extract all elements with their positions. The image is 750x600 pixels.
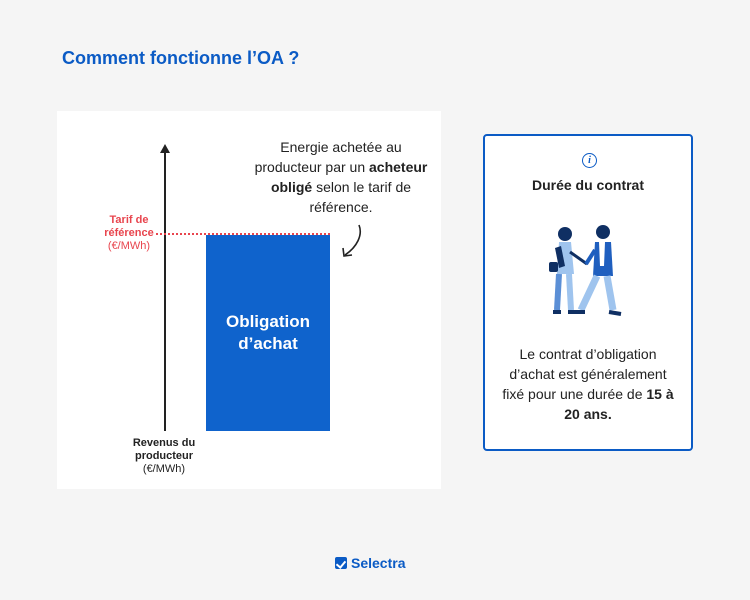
y-axis-label-unit: (€/MWh) [142,463,186,475]
y-axis [164,151,166,431]
contract-duration-card: i Durée du contrat Le contrat d’obligati… [483,134,693,451]
reference-line [156,233,330,235]
reference-unit: (€/MWh) [107,240,151,252]
brand-name: Selectra [351,555,406,571]
card-text-bold: 15 à 20 ans. [564,386,674,422]
card-text: Le contrat d’obligation d’achat est géné… [499,344,677,424]
annotation-after: selon le tarif de référence. [309,179,412,215]
card-text-main: Le contrat d’obligation d’achat est géné… [502,346,667,402]
brand-logo: Selectra [335,555,405,571]
reference-name: Tarif de référence [104,214,154,239]
y-axis-label-name: Revenus du producteur [132,437,196,462]
card-title: Durée du contrat [531,177,644,193]
diagram-panel: Tarif de référence (€/MWh) Obligation d’… [57,111,441,489]
annotation-bold: acheteur obligé [270,159,428,195]
bar-label-line2: d’achat [238,334,298,353]
annotation-before: Energie achetée au producteur par un [254,139,402,175]
handshake-illustration [549,225,622,316]
info-icon: i [582,153,597,168]
page-title: Comment fonctionne l’OA ? [62,48,300,68]
y-axis-arrowhead [160,144,170,153]
reference-label: Tarif de référence (€/MWh) [86,214,172,253]
selectra-check-icon [335,557,347,569]
obligation-bar: Obligation d’achat [206,235,330,431]
y-axis-label: Revenus du producteur (€/MWh) [125,437,203,476]
curved-arrow-icon [342,224,361,257]
annotation-text: Energie achetée au producteur par un ach… [252,137,430,217]
bar-label-line1: Obligation [225,312,311,331]
